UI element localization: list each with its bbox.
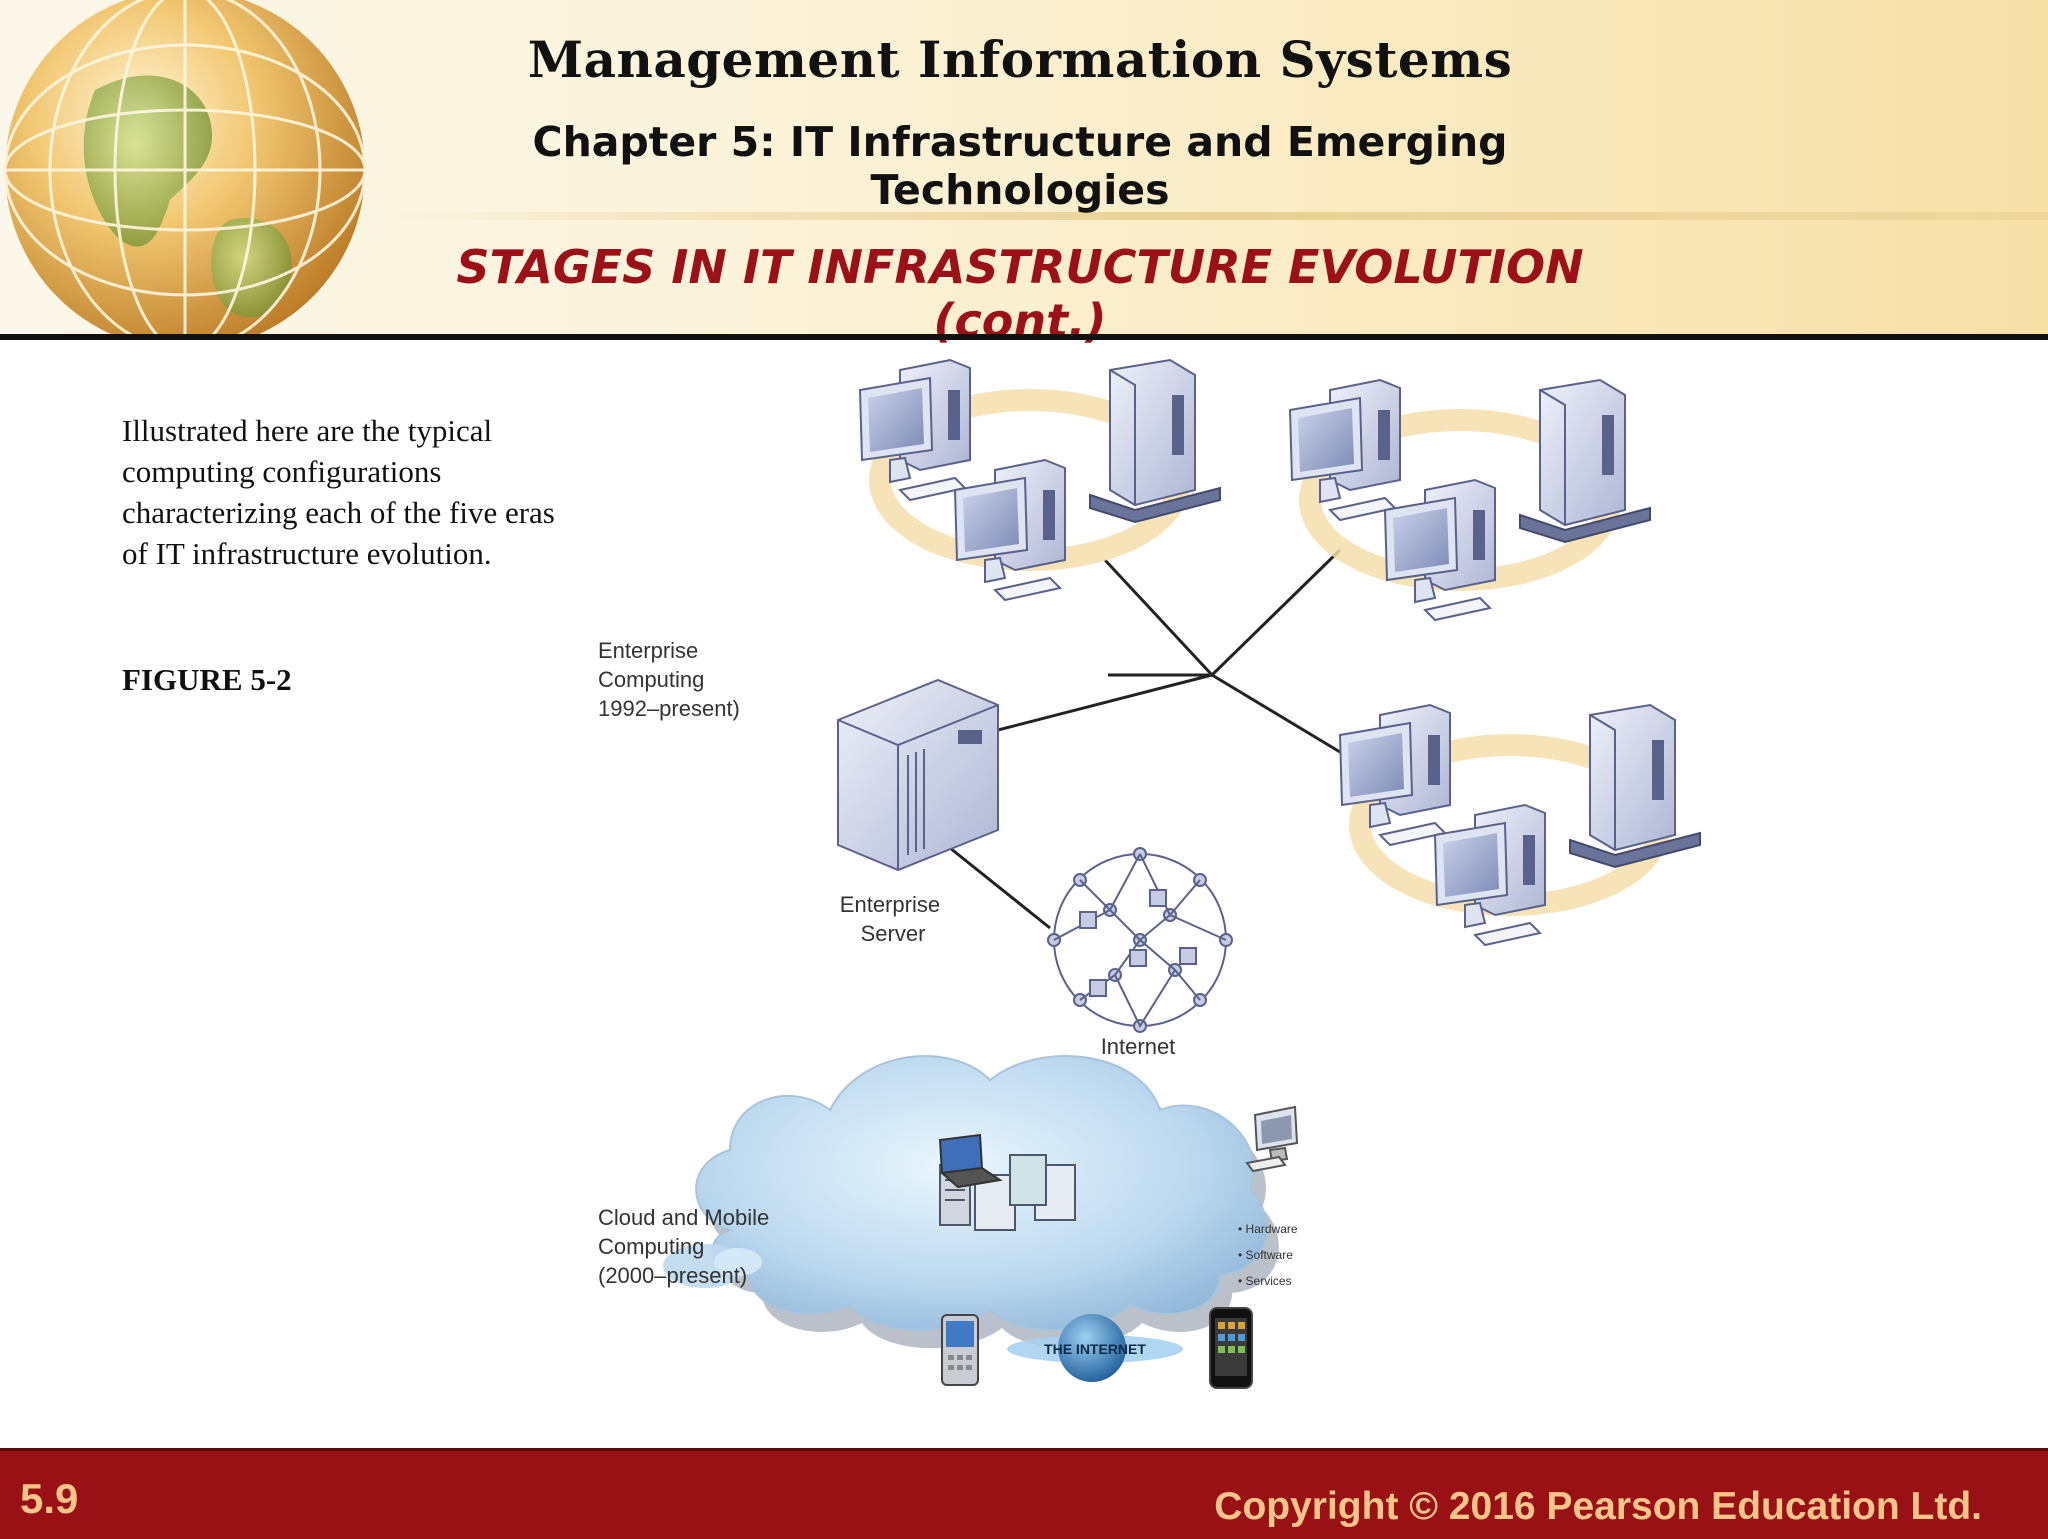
copyright-notice: Copyright © 2016 Pearson Education Ltd. [1214, 1485, 1982, 1528]
header-banner: Management Information Systems Chapter 5… [0, 0, 2048, 348]
cloud-mobile-label: Cloud and Mobile Computing (2000–present… [598, 1205, 775, 1288]
enterprise-server [837, 678, 999, 872]
client-cluster-right [1290, 380, 1650, 620]
internet-label: Internet [1101, 1034, 1176, 1059]
globe-icon [3, 0, 367, 335]
header-band [360, 212, 2048, 220]
cloud-illustration: • Hardware • Software • Services THE INT… [663, 1055, 1301, 1389]
server-rack-icon [939, 1154, 1076, 1231]
cloud-services-list: • Hardware • Software • Services [1238, 1222, 1301, 1288]
header-divider [0, 334, 2048, 340]
figure-label: FIGURE 5-2 [122, 662, 292, 697]
pda-phone-icon [941, 1314, 979, 1386]
client-cluster-left [860, 360, 1220, 600]
the-internet-label: THE INTERNET [1044, 1341, 1146, 1357]
laptop-icon [938, 1133, 1003, 1189]
smartphone-icon [1209, 1307, 1253, 1389]
page-title: Management Information Systems [527, 30, 1513, 89]
slide-number: 5.9 [20, 1475, 79, 1522]
client-cluster-lower [1340, 705, 1700, 945]
footer-bar: 5.9 Copyright © 2016 Pearson Education L… [0, 1448, 2048, 1539]
earth-icon [1058, 1314, 1126, 1382]
infrastructure-diagram: Enterprise Computing 1992–present) Enter… [598, 350, 1740, 1389]
desktop-monitor-icon [1245, 1105, 1299, 1173]
network-links [939, 548, 1346, 930]
internet-network-icon [1047, 847, 1233, 1033]
enterprise-computing-label: Enterprise Computing 1992–present) [598, 638, 740, 721]
enterprise-server-label: Enterprise Server [840, 892, 946, 946]
section-title: STAGES IN IT INFRASTRUCTURE EVOLUTION (c… [456, 240, 1584, 348]
chapter-subtitle: Chapter 5: IT Infrastructure and Emergin… [532, 118, 1508, 214]
figure-caption: Illustrated here are the typical computi… [122, 413, 555, 571]
